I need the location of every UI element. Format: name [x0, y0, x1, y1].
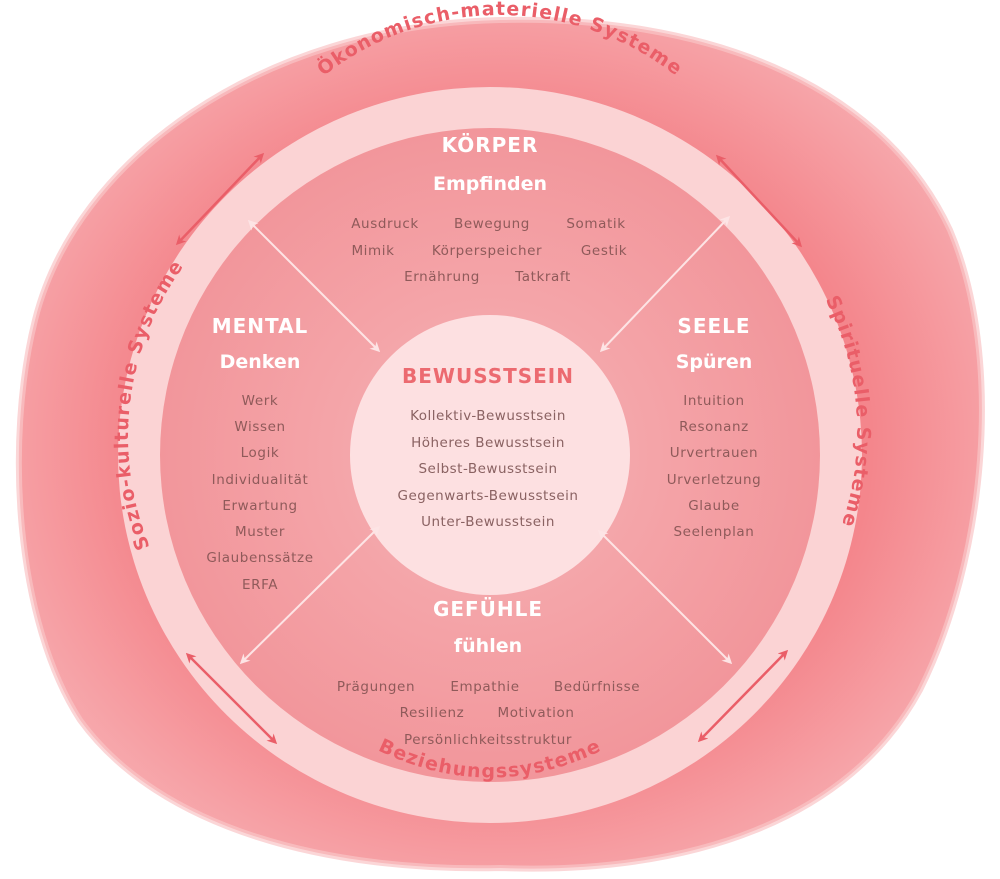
seele-item: Intuition: [683, 393, 744, 409]
koerper-item: Körperspeicher: [432, 243, 542, 259]
mental-item: Erwartung: [222, 498, 297, 514]
mental-subtitle: Denken: [220, 351, 301, 373]
double-headed-arrow-icon: [715, 154, 803, 248]
mental-item: Logik: [241, 445, 280, 461]
center-disc: [350, 315, 630, 595]
seele-title: SEELE: [677, 314, 750, 338]
koerper-item: Gestik: [581, 243, 627, 259]
seele-item: Urverletzung: [667, 472, 762, 488]
center-item: Unter-Bewusstsein: [421, 514, 555, 530]
gefuehle-item: Motivation: [497, 705, 574, 721]
double-headed-arrow-icon: [175, 152, 265, 246]
seele-item: Resonanz: [679, 419, 749, 435]
double-headed-arrow-icon: [239, 525, 381, 665]
outer-blob-edge: [15, 16, 985, 872]
mental-item: Glaubenssätze: [206, 550, 313, 566]
center-item: Gegenwarts-Bewusstsein: [398, 488, 579, 504]
koerper-item: Ernährung: [404, 269, 480, 285]
koerper-item: Mimik: [351, 243, 394, 259]
koerper-subtitle: Empfinden: [433, 173, 547, 195]
mental-item: Werk: [242, 393, 279, 409]
gefuehle-subtitle: fühlen: [454, 635, 522, 657]
gefuehle-item: Prägungen: [337, 679, 415, 695]
gefuehle-title: GEFÜHLE: [433, 597, 543, 621]
mental-title: MENTAL: [212, 314, 309, 338]
mental-item: ERFA: [242, 577, 278, 593]
center-title: BEWUSSTSEIN: [402, 364, 574, 388]
koerper-item: Bewegung: [454, 216, 530, 232]
koerper-item: Somatik: [566, 216, 625, 232]
gefuehle-item: Empathie: [450, 679, 519, 695]
seele-item: Urvertrauen: [670, 445, 758, 461]
double-headed-arrow-icon: [599, 215, 731, 353]
center-item: Kollektiv-Bewusstsein: [410, 408, 566, 424]
seele-item: Glaube: [688, 498, 740, 514]
seele-item: Seelenplan: [674, 524, 755, 540]
gefuehle-item: Persönlichkeitsstruktur: [404, 732, 572, 748]
center-item: Selbst-Bewusstsein: [418, 461, 557, 477]
double-headed-arrow-icon: [597, 529, 733, 665]
mental-item: Wissen: [234, 419, 285, 435]
koerper-item: Tatkraft: [514, 269, 571, 285]
koerper-title: KÖRPER: [442, 133, 539, 157]
mental-item: Muster: [235, 524, 285, 540]
double-headed-arrow-icon: [185, 652, 278, 745]
gefuehle-item: Resilienz: [400, 705, 465, 721]
seele-subtitle: Spüren: [676, 351, 753, 373]
koerper-item: Ausdruck: [351, 216, 419, 232]
gefuehle-item: Bedürfnisse: [554, 679, 640, 695]
double-headed-arrow-icon: [247, 219, 381, 353]
double-headed-arrow-icon: [697, 649, 789, 743]
mental-item: Individualität: [212, 472, 309, 488]
center-item: Höheres Bewusstsein: [411, 435, 565, 451]
